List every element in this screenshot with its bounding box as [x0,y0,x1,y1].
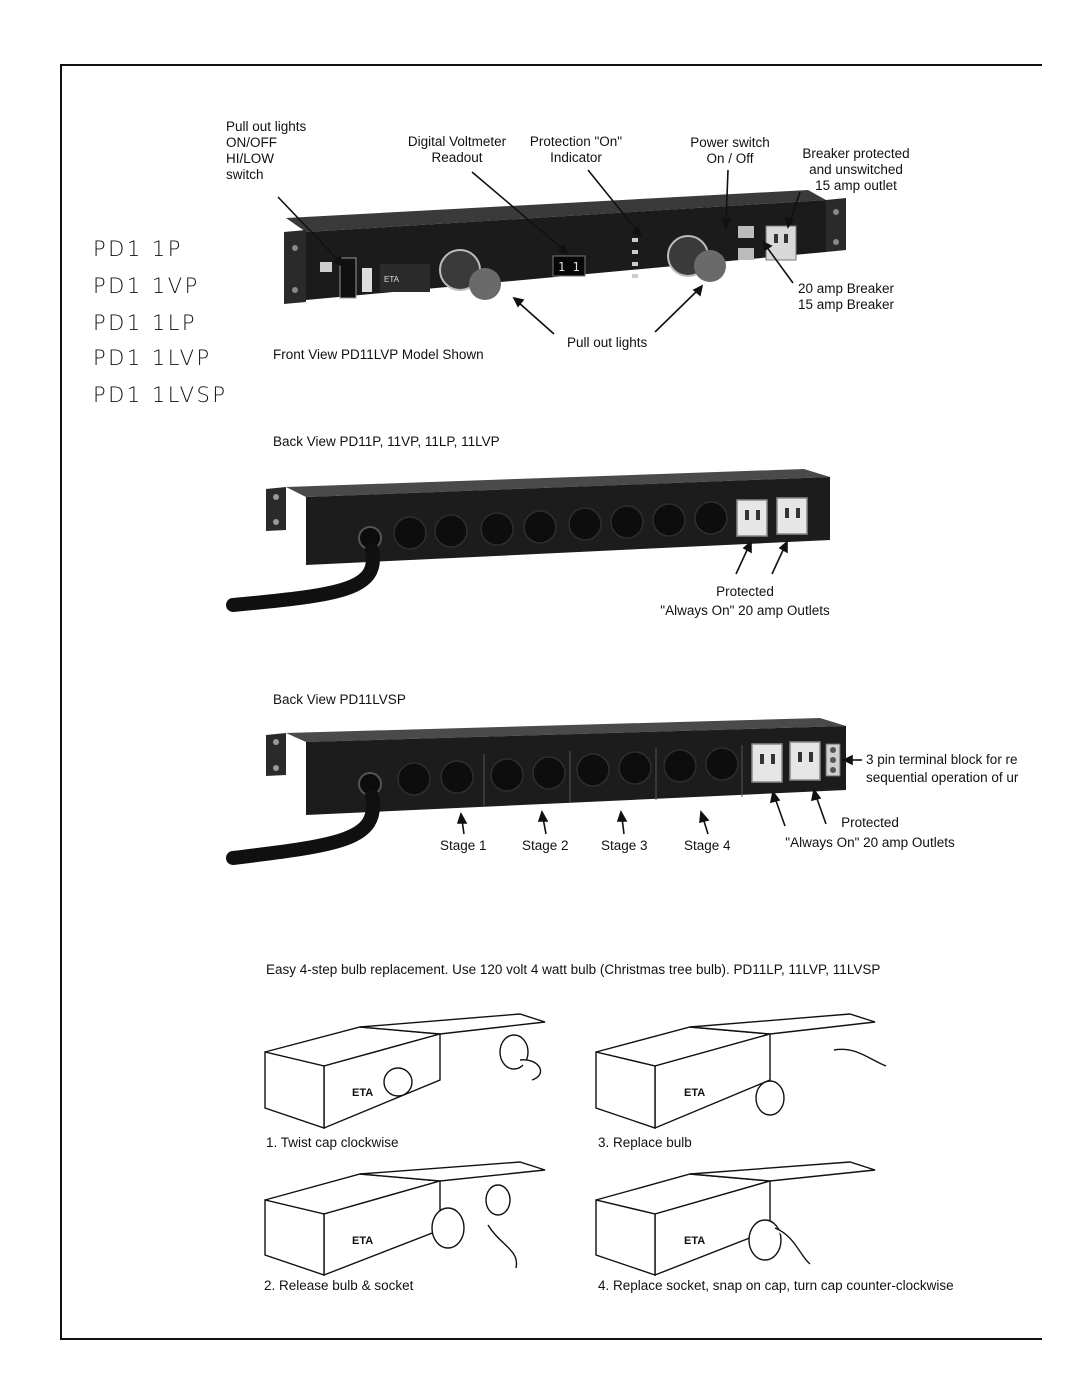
back-view-2-always-on: "Always On" 20 amp Outlets [785,835,955,850]
front-view-illustration: ETA 1 1 [277,169,846,335]
back-view-2-caption: Back View PD11LVSP [273,692,406,707]
back-view-1-protected: Protected [716,584,774,599]
bulb-step-4: 4. Replace socket, snap on cap, turn cap… [598,1278,954,1293]
front-view-caption: Front View PD11LVP Model Shown [273,347,484,362]
svg-text:1 1: 1 1 [558,260,580,274]
stage-3-label: Stage 3 [601,838,648,853]
bulb-panel-logo-4: ETA [684,1235,705,1247]
back-view-1-always-on: "Always On" 20 amp Outlets [660,603,830,618]
bulb-panel-logo-1: ETA [352,1087,373,1099]
model-pd11p: PD1 1P [93,237,183,261]
page-frame [60,64,1042,1340]
stage-1-label: Stage 1 [440,838,487,853]
callout-breaker-outlet: Breaker protected and unswitched 15 amp … [802,146,910,193]
bulb-step-1: 1. Twist cap clockwise [266,1135,399,1150]
bulb-panel-logo-2: ETA [352,1235,373,1247]
back-view-1-illustration [226,469,830,612]
callout-protection-indicator: Protection "On" Indicator [529,134,623,165]
bulb-step-2: 2. Release bulb & socket [264,1278,414,1293]
back-view-1-caption: Back View PD11P, 11VP, 11LP, 11LVP [273,434,500,449]
bulb-step-illustrations: ETA ETA ETA ETA [264,1013,887,1277]
model-pd11vp: PD1 1VP [93,274,200,298]
bulb-step-3: 3. Replace bulb [598,1135,692,1150]
back-view-2-protected: Protected [841,815,899,830]
callout-power-switch: Power switch On / Off [690,135,770,166]
model-pd11lvsp: PD1 1LVSP [93,383,228,407]
model-pd11lp: PD1 1LP [93,311,198,335]
back-view-2-illustration [226,718,862,865]
stage-4-label: Stage 4 [684,838,731,853]
bulb-intro: Easy 4-step bulb replacement. Use 120 vo… [266,962,881,977]
model-pd11lvp: PD1 1LVP [93,346,212,370]
bulb-panel-logo-3: ETA [684,1087,705,1099]
stage-2-label: Stage 2 [522,838,569,853]
callout-pullout-lights: Pull out lights [567,335,648,350]
terminal-callout: 3 pin terminal block for re sequential o… [866,752,1019,785]
front-panel-logo: ETA [384,275,400,284]
callout-breakers: 20 amp Breaker 15 amp Breaker [798,281,895,312]
callout-voltmeter: Digital Voltmeter Readout [407,134,507,165]
callout-pullout-switch: Pull out lights ON/OFF HI/LOW switch [226,119,307,182]
